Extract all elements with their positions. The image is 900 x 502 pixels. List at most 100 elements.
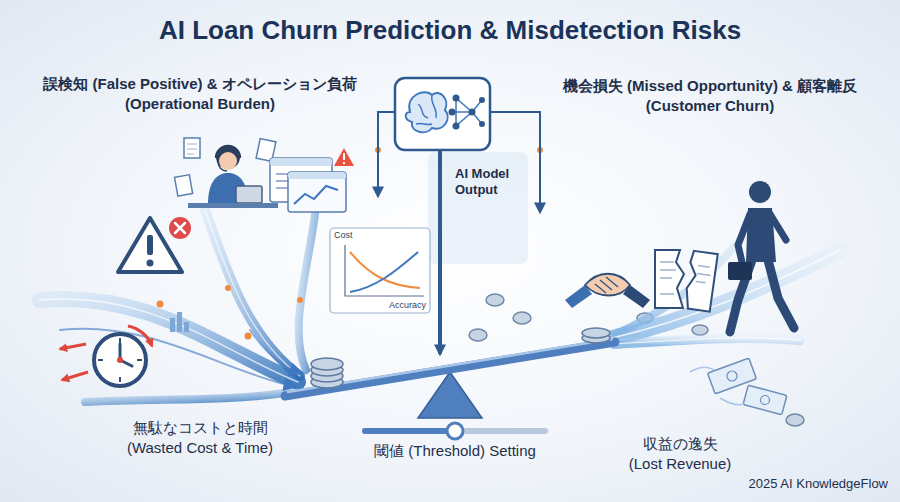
threshold-track (447, 423, 463, 439)
credit-watermark: 2025 AI KnowledgeFlow (692, 476, 888, 493)
right-stream (614, 338, 800, 344)
model-label: AI Model Output (455, 166, 519, 199)
threshold-track (365, 423, 545, 439)
left-stream (205, 210, 300, 376)
tradeoff-chart (350, 252, 418, 292)
page-title: AI Loan Churn Prediction & Misdetection … (0, 14, 900, 48)
operator-figure (236, 186, 262, 203)
tradeoff-chart (350, 252, 420, 288)
browser-window (270, 148, 354, 212)
label-slot: 誤検知 (False Positive) & オペレーション負荷 (Operat… (35, 74, 365, 113)
leaving-customer (728, 262, 752, 280)
label-slot: 機会損失 (Missed Opportunity) & 顧客離反 (Custom… (560, 76, 860, 115)
left-stream (205, 210, 300, 376)
clock-icon (128, 326, 152, 346)
flow-dot (297, 297, 303, 303)
right-stream (612, 250, 840, 338)
browser-window (343, 153, 345, 160)
handshake-icon (565, 274, 650, 308)
torn-contract (655, 250, 718, 312)
ai-model-icon (479, 97, 485, 103)
risk-heading: 誤検知 (False Positive) & オペレーション負荷 (Operat… (35, 74, 365, 113)
label-slot: 無駄なコストと時間 (Wasted Cost & Time) (115, 418, 285, 457)
coin (469, 329, 487, 341)
browser-window (270, 158, 332, 166)
money-bill (690, 358, 787, 415)
seesaw (285, 342, 615, 396)
seesaw (418, 372, 482, 418)
right-stream (614, 338, 800, 344)
torn-contract (684, 251, 718, 312)
warning-sign (169, 217, 191, 239)
torn-contract (655, 250, 684, 308)
right-stream (612, 215, 840, 344)
chart-panel: CostAccuracy (330, 228, 430, 313)
handshake-icon (595, 277, 618, 293)
operator-figure (184, 138, 200, 158)
warning-sign (147, 260, 154, 267)
left-stream (85, 392, 290, 402)
left-stream (299, 214, 315, 370)
ai-model-icon (449, 109, 456, 116)
browser-window (294, 186, 338, 204)
bar-icon (184, 322, 189, 332)
clock-icon (120, 344, 132, 366)
warning-sign (175, 223, 185, 233)
ai-model-icon (406, 92, 448, 132)
ai-model-icon (453, 123, 460, 130)
flow-dot (225, 285, 231, 291)
money-bill (761, 396, 770, 405)
output-pillar (428, 152, 528, 264)
coin (692, 325, 708, 335)
coin-stack (311, 328, 610, 388)
ai-model-icon (453, 95, 460, 102)
axis-label: Accuracy (389, 300, 426, 311)
clock-icon (60, 344, 86, 349)
clock-icon (117, 357, 123, 363)
output-arrow (378, 112, 395, 196)
flow-dot (245, 333, 252, 340)
coin (486, 294, 504, 306)
bar-icon (170, 312, 189, 332)
browser-window (288, 172, 346, 212)
cost-label: 無駄なコストと時間 (Wasted Cost & Time) (115, 418, 285, 457)
operator-figure (175, 138, 278, 208)
ai-model-box: AI Model Output (395, 78, 490, 150)
browser-window (334, 148, 354, 166)
browser-window (343, 162, 345, 164)
operator-figure (216, 146, 240, 158)
risk-heading: 機会損失 (Missed Opportunity) & 顧客離反 (Custom… (560, 76, 860, 115)
browser-window (288, 172, 346, 179)
bar-icon (170, 318, 175, 332)
threshold-track (365, 428, 455, 434)
operator-figure (187, 144, 197, 154)
tradeoff-chart (345, 245, 424, 296)
axis-label: Cost (334, 230, 353, 241)
leaving-customer (749, 181, 771, 203)
left-stream (40, 299, 298, 382)
warning-sign (118, 217, 191, 272)
tradeoff-chart (330, 228, 430, 313)
output-arrow (438, 150, 442, 354)
torn-contract (696, 266, 712, 284)
ai-model-icon (452, 98, 482, 126)
label-slot: 収益の逸失 (Lost Revenue) (625, 434, 735, 473)
handshake-icon (585, 274, 630, 296)
right-stream (612, 250, 840, 338)
leaving-customer (728, 181, 794, 332)
operator-figure (216, 145, 240, 169)
coin (513, 312, 531, 324)
money-bill (727, 371, 737, 381)
label-slot: 2025 AI KnowledgeFlow (692, 476, 888, 493)
clock-icon (62, 372, 88, 380)
threshold-label: 閾値 (Threshold) Setting (374, 441, 536, 461)
coin-stack (311, 358, 343, 370)
ai-model-icon (395, 78, 490, 150)
flow-dot (157, 301, 164, 308)
operator-figure (218, 162, 227, 171)
coin-stack (582, 328, 610, 338)
title-slot: AI Loan Churn Prediction & Misdetection … (0, 14, 900, 48)
operator-figure (219, 152, 237, 170)
operator-figure (175, 175, 193, 196)
ai-model-icon (395, 78, 490, 150)
